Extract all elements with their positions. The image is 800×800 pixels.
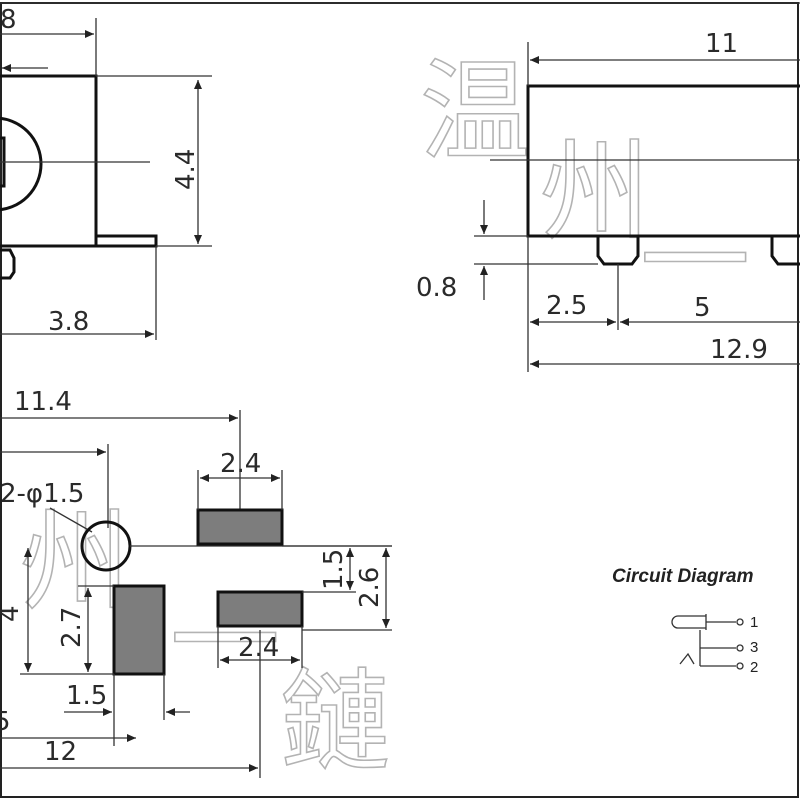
fp-dim-5-label: 5 [0, 707, 11, 737]
fp-dim-4-label: 4 [0, 605, 25, 622]
wiper-arrow [679, 652, 695, 665]
resistor-symbol [671, 615, 706, 629]
circuit-diagram: Circuit Diagram 1 3 2 [612, 566, 758, 676]
pin-1-dot [736, 618, 744, 626]
side-pin [0, 248, 16, 280]
front-pin-right [770, 236, 800, 266]
footprint-view: 11.4 2-φ1.5 2.4 2.4 1.5 2.6 [0, 387, 392, 778]
side-dim-height-label: 4.4 [171, 149, 201, 190]
front-dim-total-label: 12.9 [710, 335, 768, 365]
watermark-char: 鏈 [280, 658, 390, 786]
front-dim-top-label: 11 [705, 29, 738, 59]
fp-dim-hole-label: 2-φ1.5 [0, 479, 84, 509]
side-view: 8 4.4 3.8 [0, 5, 212, 340]
side-tab [94, 234, 158, 248]
front-dim-pin-pitch-label: 5 [694, 293, 711, 323]
fp-pad-right [216, 590, 304, 628]
pin-label-2: 2 [750, 659, 758, 676]
fp-dim-1-5-label: 1.5 [319, 549, 349, 590]
front-view: 11 0.8 2.5 5 12.9 [416, 29, 800, 372]
side-body [0, 74, 98, 248]
watermark-char: 温 [420, 48, 530, 176]
fp-dim-pw-label: 1.5 [66, 681, 107, 711]
circuit-diagram-title: Circuit Diagram [612, 566, 754, 587]
front-body [526, 84, 800, 238]
fp-pad-left [112, 584, 166, 676]
side-dim-top-label: 8 [0, 5, 17, 35]
front-dim-standoff-label: 0.8 [416, 273, 457, 303]
fp-dim-pad-top-label: 2.4 [220, 449, 261, 479]
fp-pad-top [196, 508, 284, 546]
fp-dim-pad-right-label: 2.4 [238, 633, 279, 663]
pin-3-dot [736, 644, 744, 652]
fp-dim-2-7-label: 2.7 [57, 607, 87, 648]
watermark-top-right: 温 州 一 [419, 47, 751, 327]
side-dim-bottom-label: 3.8 [48, 307, 89, 337]
fp-dim-2-6-label: 2.6 [355, 567, 385, 608]
front-dim-pin-offset-label: 2.5 [546, 291, 587, 321]
pin-2-dot [736, 662, 744, 670]
side-knob [0, 116, 43, 212]
pin-label-1: 1 [750, 614, 758, 631]
watermark-char: 一 [640, 198, 750, 326]
fp-dim-11-4-label: 11.4 [14, 387, 72, 417]
watermark-char: 州 [20, 498, 130, 626]
fp-dim-12-label: 12 [44, 737, 77, 767]
fp-hole-leader [49, 507, 93, 533]
pin-label-3: 3 [750, 639, 758, 656]
